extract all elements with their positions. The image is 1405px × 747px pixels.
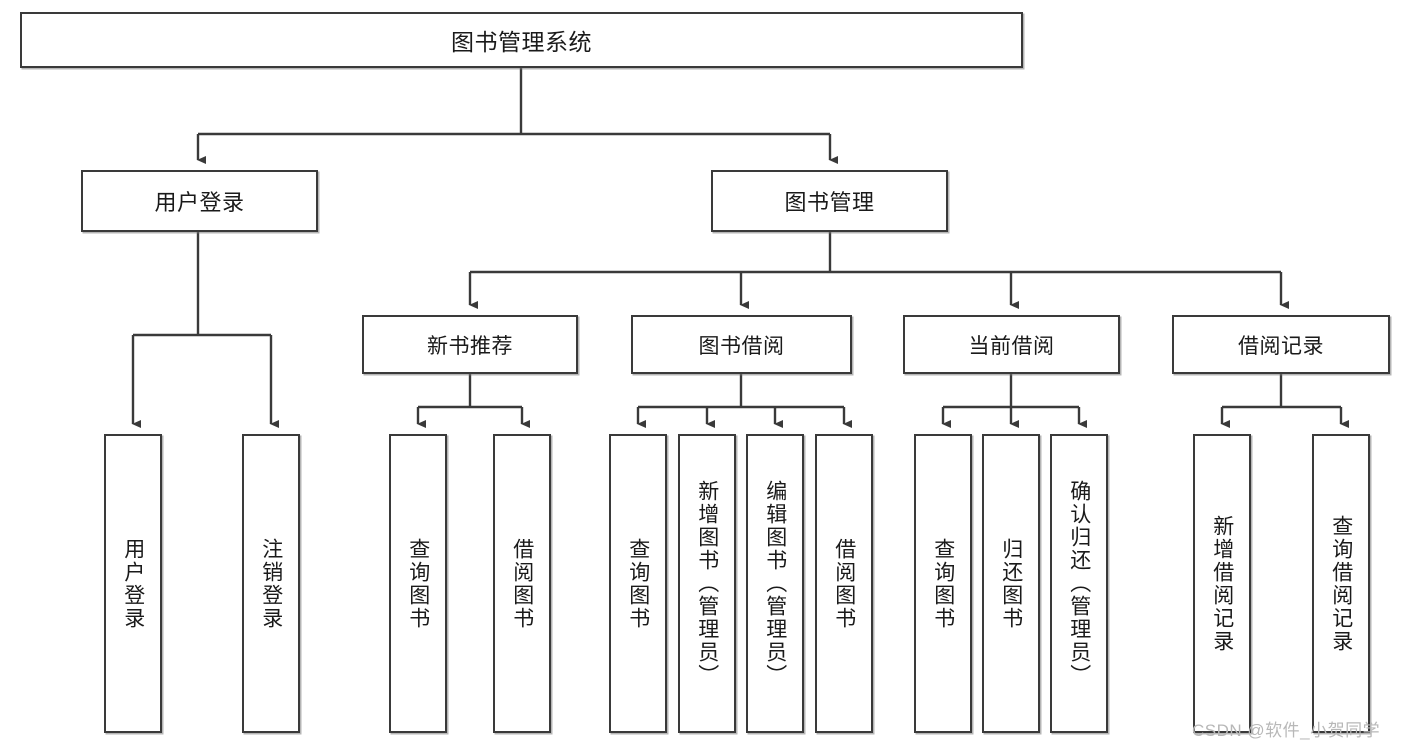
leaf-borrow-record-query[interactable]: 查询借阅记录 bbox=[1312, 434, 1370, 733]
node-user-login[interactable]: 用户登录 bbox=[81, 170, 318, 232]
node-label: 新增图书（管理员） bbox=[695, 480, 719, 687]
leaf-current-borrow-confirm-return[interactable]: 确认归还（管理员） bbox=[1050, 434, 1108, 733]
node-label: 用户登录 bbox=[121, 537, 145, 630]
leaf-current-borrow-return[interactable]: 归还图书 bbox=[982, 434, 1040, 733]
node-label: 确认归还（管理员） bbox=[1067, 480, 1091, 687]
node-label: 借阅记录 bbox=[1238, 334, 1324, 358]
leaf-new-book-query[interactable]: 查询图书 bbox=[389, 434, 447, 733]
leaf-new-book-borrow[interactable]: 借阅图书 bbox=[493, 434, 551, 733]
leaf-borrow-record-add[interactable]: 新增借阅记录 bbox=[1193, 434, 1251, 733]
node-book-borrow[interactable]: 图书借阅 bbox=[631, 315, 852, 374]
node-label: 当前借阅 bbox=[968, 334, 1055, 358]
node-label: 新增借阅记录 bbox=[1210, 514, 1234, 653]
node-borrow-record[interactable]: 借阅记录 bbox=[1172, 315, 1390, 374]
node-label: 用户登录 bbox=[154, 190, 245, 215]
node-root-book-management-system[interactable]: 图书管理系统 bbox=[20, 12, 1023, 68]
csdn-watermark: CSDN @软件_小贺同学 bbox=[1192, 721, 1381, 740]
node-label: 归还图书 bbox=[999, 537, 1023, 630]
node-label: 注销登录 bbox=[259, 537, 283, 630]
node-label: 图书管理 bbox=[784, 190, 875, 215]
leaf-book-borrow-edit[interactable]: 编辑图书（管理员） bbox=[746, 434, 804, 733]
node-label: 查询图书 bbox=[406, 537, 430, 630]
node-label: 查询图书 bbox=[931, 537, 955, 630]
node-label: 新书推荐 bbox=[427, 334, 513, 358]
leaf-user-login-login[interactable]: 用户登录 bbox=[104, 434, 162, 733]
node-label: 图书借阅 bbox=[698, 334, 785, 358]
leaf-book-borrow-query[interactable]: 查询图书 bbox=[609, 434, 667, 733]
node-label: 查询图书 bbox=[626, 537, 650, 630]
leaf-book-borrow-borrow[interactable]: 借阅图书 bbox=[815, 434, 873, 733]
node-label: 查询借阅记录 bbox=[1329, 514, 1353, 653]
node-label: 图书管理系统 bbox=[451, 29, 592, 55]
node-label: 借阅图书 bbox=[510, 537, 534, 630]
leaf-current-borrow-query[interactable]: 查询图书 bbox=[914, 434, 972, 733]
node-current-borrow[interactable]: 当前借阅 bbox=[903, 315, 1120, 374]
node-new-book-recommend[interactable]: 新书推荐 bbox=[362, 315, 578, 374]
leaf-book-borrow-add[interactable]: 新增图书（管理员） bbox=[678, 434, 736, 733]
leaf-user-login-logout[interactable]: 注销登录 bbox=[242, 434, 300, 733]
node-label: 编辑图书（管理员） bbox=[763, 480, 787, 687]
node-book-management[interactable]: 图书管理 bbox=[711, 170, 948, 232]
node-label: 借阅图书 bbox=[832, 537, 856, 630]
